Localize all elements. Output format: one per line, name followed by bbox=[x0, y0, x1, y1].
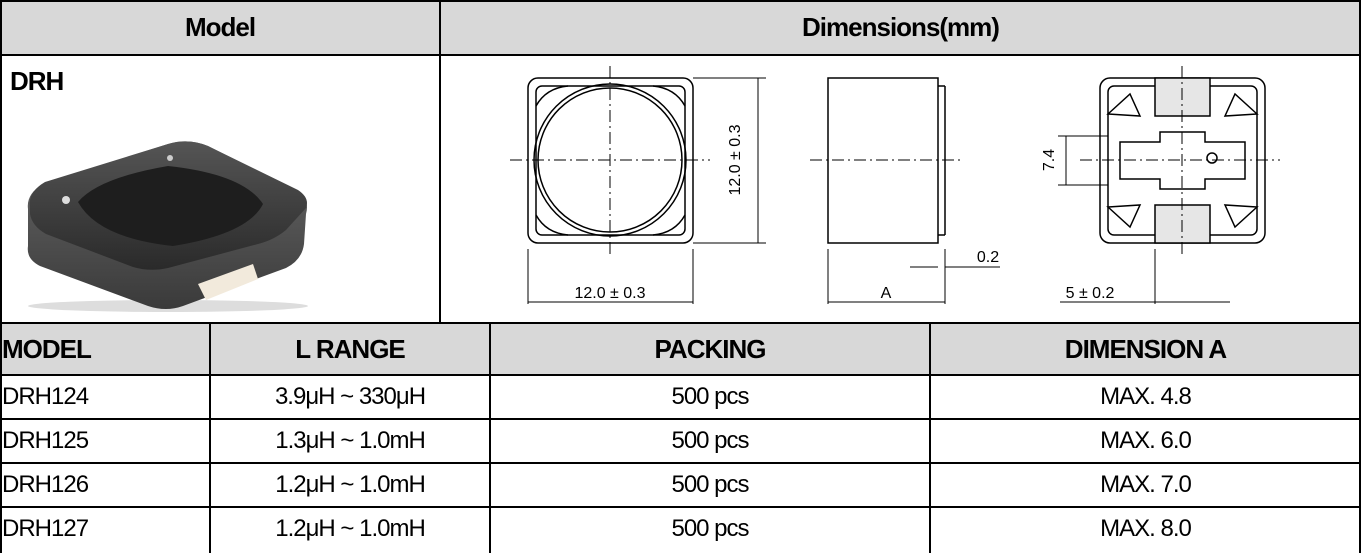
l-range-cell: 1.2μH ~ 1.0mH bbox=[275, 515, 426, 542]
table-row: DRH126 1.2μH ~ 1.0mH 500 pcs MAX. 7.0 bbox=[0, 463, 1361, 507]
a-dimension-label: A bbox=[881, 285, 892, 302]
grid-line bbox=[0, 506, 1361, 508]
dimension-a-cell: MAX. 4.8 bbox=[1100, 383, 1192, 410]
dimension-a-cell: MAX. 8.0 bbox=[1100, 515, 1192, 542]
grid-line bbox=[489, 323, 491, 553]
grid-line bbox=[0, 462, 1361, 464]
table-row: DRH127 1.2μH ~ 1.0mH 500 pcs MAX. 8.0 bbox=[0, 507, 1361, 551]
column-header-packing: PACKING bbox=[490, 323, 930, 375]
dimensions-header: Dimensions(mm) bbox=[440, 0, 1361, 54]
l-range-cell: 1.3μH ~ 1.0mH bbox=[275, 427, 426, 454]
product-name: DRH bbox=[10, 66, 64, 96]
dimension-a-cell: MAX. 6.0 bbox=[1100, 427, 1192, 454]
column-header-l-range: L RANGE bbox=[210, 323, 490, 375]
packing-cell: 500 pcs bbox=[671, 515, 749, 542]
model-cell: DRH bbox=[0, 54, 440, 323]
grid-line bbox=[209, 323, 211, 553]
pad-width-label: 5 ± 0.2 bbox=[1066, 285, 1115, 302]
height-dimension-label: 12.0 ± 0.3 bbox=[727, 124, 744, 195]
model-header: Model bbox=[0, 0, 440, 54]
table-row: DRH125 1.3μH ~ 1.0mH 500 pcs MAX. 6.0 bbox=[0, 419, 1361, 463]
dimension-drawing: 12.0 ± 0.3 12.0 ± 0.3 0.2 A 7.4 5 ± 0.2 bbox=[440, 54, 1361, 323]
inductor-photo bbox=[27, 141, 308, 312]
dimension-a-cell: MAX. 7.0 bbox=[1100, 471, 1192, 498]
l-range-cell: 1.2μH ~ 1.0mH bbox=[275, 471, 426, 498]
width-dimension-label: 12.0 ± 0.3 bbox=[574, 285, 645, 302]
gap-dimension-label: 0.2 bbox=[977, 249, 999, 266]
packing-cell: 500 pcs bbox=[671, 427, 749, 454]
grid-line bbox=[0, 0, 2, 553]
grid-line bbox=[0, 374, 1361, 376]
column-header-model: MODEL bbox=[0, 323, 210, 375]
packing-cell: 500 pcs bbox=[671, 471, 749, 498]
packing-cell: 500 pcs bbox=[671, 383, 749, 410]
pad-height-label: 7.4 bbox=[1041, 149, 1058, 171]
model-cell-value: DRH125 bbox=[2, 427, 89, 454]
model-cell-value: DRH127 bbox=[2, 515, 89, 542]
grid-line bbox=[439, 0, 441, 323]
column-header-dimension-a: DIMENSION A bbox=[930, 323, 1361, 375]
l-range-cell: 3.9μH ~ 330μH bbox=[274, 383, 426, 410]
grid-line bbox=[0, 322, 1361, 324]
grid-line bbox=[0, 418, 1361, 420]
model-cell-value: DRH124 bbox=[2, 383, 89, 410]
grid-line bbox=[0, 54, 1361, 56]
table-row: DRH124 3.9μH ~ 330μH 500 pcs MAX. 4.8 bbox=[0, 375, 1361, 419]
grid-line bbox=[0, 0, 1361, 2]
technical-drawing: 12.0 ± 0.3 12.0 ± 0.3 0.2 A 7.4 5 ± 0.2 bbox=[510, 66, 1280, 304]
model-cell-value: DRH126 bbox=[2, 471, 89, 498]
grid-line bbox=[1359, 0, 1361, 553]
grid-line bbox=[929, 323, 931, 553]
